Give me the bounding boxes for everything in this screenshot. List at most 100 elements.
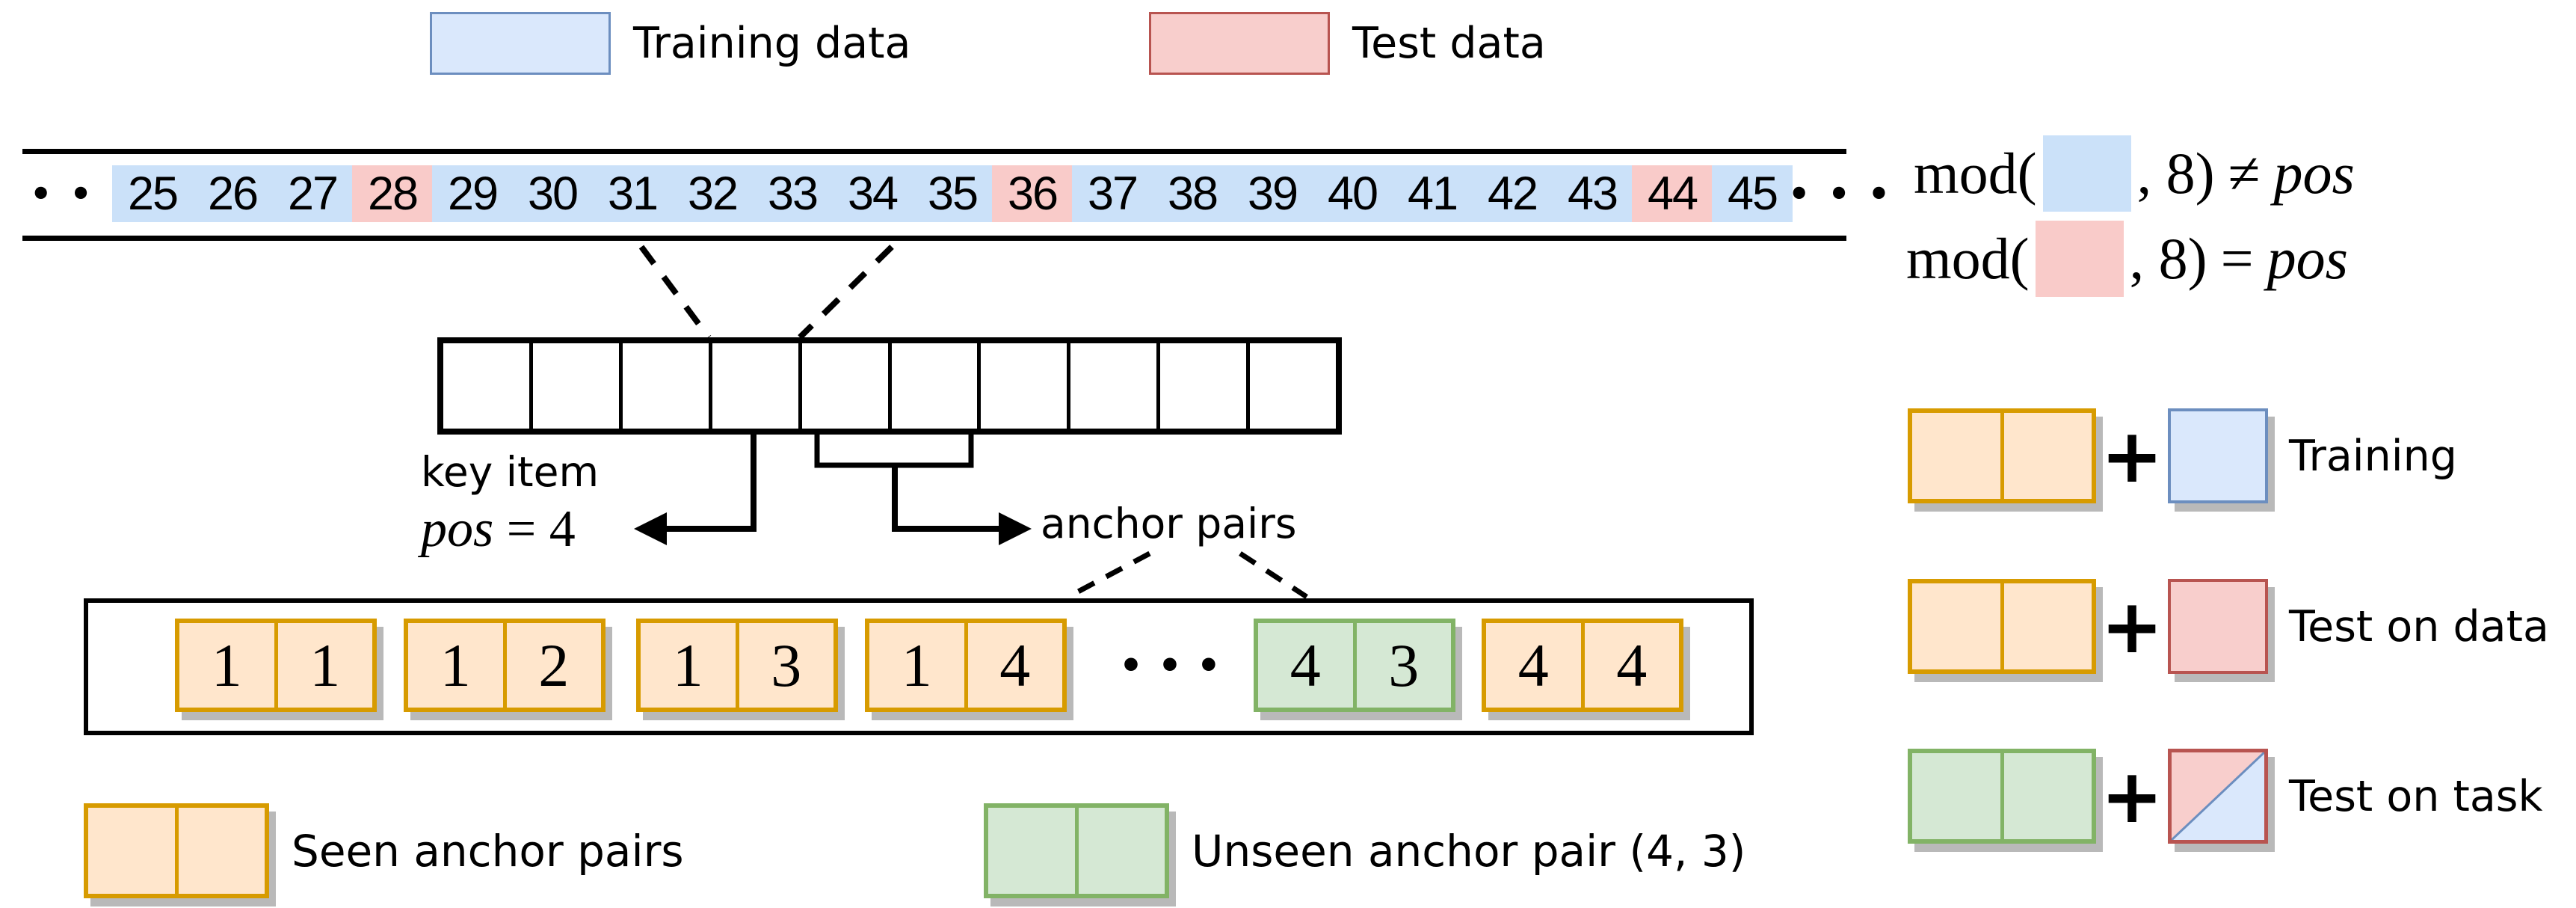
right-legend-row-test-on-task: +Test on task [1908, 749, 2542, 844]
test-data-label: Test data [1352, 19, 1546, 68]
right-legend-label-test-on-data: Test on data [2289, 601, 2549, 651]
pair-cell-right: 3 [1352, 623, 1452, 708]
pair-cell-left: 1 [211, 631, 242, 699]
right-legend-label-training: Training [2289, 431, 2457, 481]
pos-var: pos [421, 500, 494, 558]
equation-test: mod( , 8)=pos [1906, 221, 2348, 297]
array-cell-6 [892, 343, 982, 429]
number-cell-27: 27 [272, 165, 353, 222]
seen-pairs-label: Seen anchor pairs [292, 825, 684, 877]
eq-training-swatch [2042, 135, 2131, 212]
equation-training: mod(, 8)≠pos [1914, 135, 2355, 212]
number-cell-38: 38 [1152, 165, 1233, 222]
seen-pair-swatch [1908, 408, 2096, 503]
number-cell-41: 41 [1392, 165, 1473, 222]
anchor-bracket [814, 435, 974, 468]
unseen-pair-label: Unseen anchor pair (4, 3) [1192, 825, 1746, 877]
test-box-swatch [2168, 579, 2268, 674]
array-cell-2 [533, 343, 623, 429]
number-cell-32: 32 [672, 165, 753, 222]
eq-prefix: mod( [1914, 141, 2037, 206]
seen-pair-swatch-right [174, 808, 265, 894]
array-cell-8 [1070, 343, 1161, 429]
key-item-text: key item [421, 448, 600, 496]
number-cell-42: 42 [1472, 165, 1553, 222]
eq-relation: = [2220, 226, 2254, 291]
training-box-swatch [2168, 408, 2268, 503]
unseen-pair-swatch [984, 803, 1169, 898]
pair-cell-right: 4 [964, 623, 1063, 708]
number-cell-29: 29 [432, 165, 513, 222]
pair-half [1912, 583, 2000, 669]
dashed-connector-right [798, 245, 894, 340]
legend-unseen-pair: Unseen anchor pair (4, 3) [984, 803, 1745, 898]
array-cell-3 [623, 343, 712, 429]
key-item-pos-equation: pos = 4 [421, 503, 599, 556]
array-cell-7 [981, 343, 1071, 429]
number-cell-44: 44 [1632, 165, 1713, 222]
pair-cell-left: 1 [440, 631, 471, 699]
unseen-pair-swatch-right [1074, 808, 1165, 894]
pair-half [1912, 413, 2000, 499]
pair-half [1912, 753, 2000, 839]
training-data-label: Training data [633, 19, 911, 68]
array-cell-10 [1250, 343, 1336, 429]
number-cell-30: 30 [512, 165, 593, 222]
number-cell-39: 39 [1232, 165, 1313, 222]
pair-half [2000, 753, 2092, 839]
number-cell-45: 45 [1712, 165, 1793, 222]
anchor-pairs-ellipsis: ••• [1119, 643, 1236, 687]
legend-seen-pairs: Seen anchor pairs [84, 803, 684, 898]
seen-pair-swatch [1908, 579, 2096, 674]
eq-mid: , 8) [2129, 226, 2207, 291]
eq-prefix: mod( [1906, 226, 2030, 291]
pair-cell-right: 4 [1580, 623, 1680, 708]
dashed-connector-left [638, 245, 712, 340]
eq-pos-var: pos [2273, 141, 2355, 206]
anchor-arrowhead-icon [999, 512, 1032, 545]
split-swatch-icon [2172, 752, 2264, 840]
anchor-pairs-label: anchor pairs [1041, 500, 1297, 547]
eq-test-swatch [2035, 221, 2124, 297]
number-cell-36: 36 [992, 165, 1073, 222]
right-legend-row-training: + Training [1908, 408, 2457, 503]
number-cell-31: 31 [592, 165, 673, 222]
legend-test-data: Test data [1149, 12, 1546, 75]
number-cell-37: 37 [1072, 165, 1153, 222]
pair-half [2000, 413, 2092, 499]
key-item-label: key item pos = 4 [421, 452, 599, 556]
eq-pos-var: pos [2267, 226, 2348, 291]
training-data-swatch [430, 12, 611, 75]
key-item-pointer-line [664, 435, 757, 532]
number-line-top-rail [22, 149, 1846, 154]
trailing-ellipsis: ••• [1788, 174, 1908, 214]
split-box-swatch [2168, 749, 2268, 844]
anchor-pointer-line [892, 465, 1000, 532]
pair-cell-left: 4 [1289, 631, 1321, 699]
number-cell-26: 26 [192, 165, 273, 222]
unseen-pair-swatch [1908, 749, 2096, 844]
number-cell-40: 40 [1312, 165, 1393, 222]
plus-sign: + [2101, 582, 2163, 670]
plus-sign: + [2101, 411, 2163, 500]
seen-pair-swatch-left [88, 808, 175, 894]
number-cell-34: 34 [832, 165, 913, 222]
seen-pair-swatch [84, 803, 269, 898]
anchor-dashed-right [1239, 551, 1308, 599]
array-cell-5 [802, 343, 892, 429]
pair-cell-right: 2 [502, 623, 602, 708]
right-legend-row-test-on-data: + Test on data [1908, 579, 2549, 674]
number-cell-25: 25 [112, 165, 193, 222]
array-cell-4 [712, 343, 802, 429]
array-cell-1 [443, 343, 533, 429]
pair-cell-left: 1 [901, 631, 932, 699]
array-grid [437, 337, 1342, 435]
